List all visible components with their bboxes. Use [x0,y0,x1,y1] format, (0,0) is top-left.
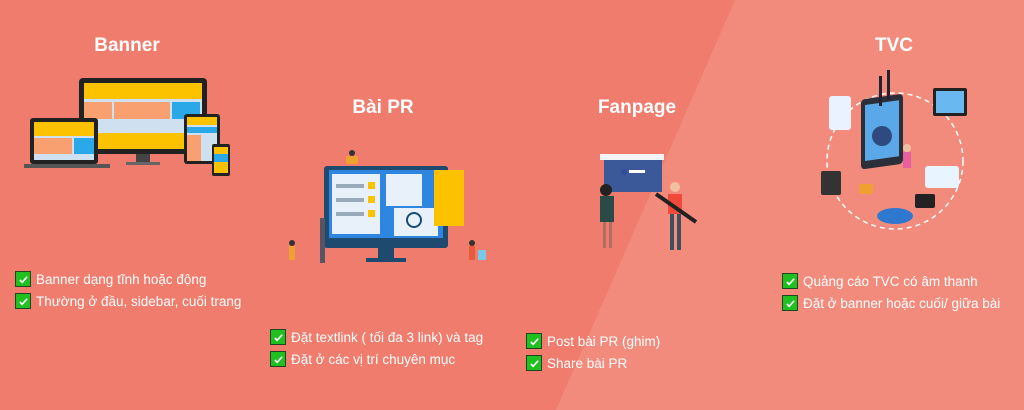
tvc-media-illustration [815,66,975,246]
news-monitor-illustration [282,148,497,278]
section-title-fanpage: Fanpage [597,97,677,118]
checkmark-icon [782,273,798,289]
responsive-devices-illustration [24,76,234,183]
checkmark-icon [782,295,798,311]
feature-item: Đặt textlink ( tối đa 3 link) và tag [270,326,483,348]
checkmark-icon [270,351,286,367]
feature-item: Post bài PR (ghim) [526,330,660,352]
checkmark-icon [526,355,542,371]
section-title-pr: Bài PR [352,97,414,118]
feature-list-banner: Banner dạng tĩnh hoặc động Thường ở đầu,… [15,268,241,312]
feature-list-tvc: Quảng cáo TVC có âm thanh Đặt ở banner h… [782,270,1000,314]
feature-item: Quảng cáo TVC có âm thanh [782,270,1000,292]
feature-list-fanpage: Post bài PR (ghim) Share bài PR [526,330,660,374]
checkmark-icon [270,329,286,345]
feature-item: Share bài PR [526,352,660,374]
section-title-banner: Banner [94,35,160,56]
feature-item: Banner dạng tĩnh hoặc động [15,268,241,290]
facebook-fanpage-illustration [596,150,706,260]
feature-item: Thường ở đầu, sidebar, cuối trang [15,290,241,312]
checkmark-icon [526,333,542,349]
section-title-tvc: TVC [875,35,913,56]
checkmark-icon [15,271,31,287]
feature-item: Đặt ở banner hoặc cuối/ giữa bài [782,292,1000,314]
feature-item: Đặt ở các vị trí chuyên mục [270,348,483,370]
checkmark-icon [15,293,31,309]
feature-list-pr: Đặt textlink ( tối đa 3 link) và tag Đặt… [270,326,483,370]
